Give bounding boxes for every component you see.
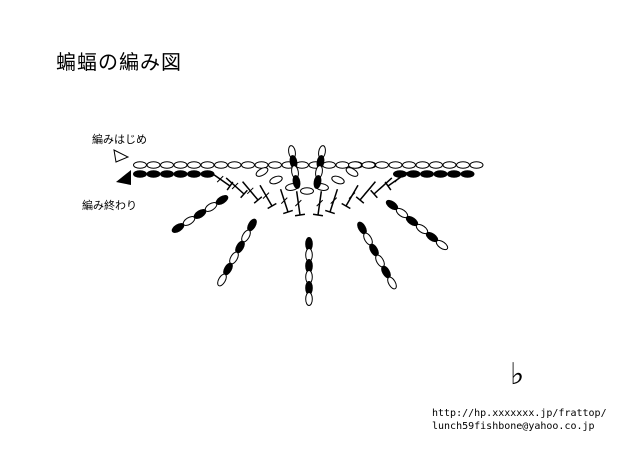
dc-slash: [280, 197, 288, 204]
chain-stitch: [447, 170, 461, 178]
chain-stitch: [331, 175, 345, 185]
chain-stitch: [375, 161, 389, 169]
chain-stitch: [361, 161, 376, 169]
chain-stitch: [305, 292, 313, 306]
chain-stitch: [420, 170, 434, 178]
chain-stitch: [300, 187, 314, 195]
footer: http://hp.xxxxxxx.jp/frattop/ lunch59fis…: [432, 407, 607, 433]
chain-stitch: [335, 161, 350, 169]
start-label: 編みはじめ: [92, 133, 147, 146]
chain-stitch: [415, 161, 430, 169]
dc-base: [370, 189, 378, 199]
dc-base: [355, 196, 365, 204]
dc-base: [283, 209, 293, 215]
dc-slash: [348, 192, 356, 199]
chain-stitch: [269, 175, 283, 185]
chain-stitch: [295, 161, 309, 169]
chain-stitch: [171, 223, 185, 233]
dc-base: [341, 202, 351, 210]
chain-stitch: [214, 161, 228, 169]
chain-stitch: [241, 161, 255, 169]
chain-stitch: [227, 161, 242, 169]
chain-stitch: [402, 161, 416, 169]
chain-stitch: [217, 273, 227, 287]
chain-stitch: [255, 167, 269, 177]
chain-stitch: [313, 175, 322, 189]
dc-slash: [231, 182, 239, 190]
chain-stitch: [187, 170, 201, 178]
flat-logo-icon: ♭: [510, 357, 525, 392]
dc-slash: [316, 199, 324, 207]
chain-stitch: [345, 167, 359, 177]
dc-slash: [294, 199, 302, 207]
chain-stitch: [146, 161, 161, 169]
dc-base: [240, 189, 248, 199]
end-label: 編み終わり: [82, 199, 137, 212]
dc-slash: [330, 197, 338, 204]
end-pointer-icon: [116, 170, 131, 185]
dc-slash: [364, 187, 372, 195]
page-title: 蝙蝠の編み図: [56, 50, 182, 74]
chain-stitch: [160, 161, 174, 169]
dc-slash: [394, 175, 402, 183]
chain-stitch: [348, 161, 362, 169]
dc-base: [384, 181, 392, 191]
chain-stitch: [387, 276, 397, 290]
chain-stitch: [433, 170, 448, 178]
chain-stitch: [160, 170, 174, 178]
chain-stitch: [435, 239, 449, 251]
dc-slash: [379, 182, 387, 190]
dc-slash: [216, 175, 224, 183]
footer-url: http://hp.xxxxxxx.jp/frattop/: [432, 408, 607, 419]
chain-stitch: [388, 161, 403, 169]
chain-stitch: [429, 161, 443, 169]
start-pointer-icon: [113, 149, 130, 163]
dc-slash: [246, 187, 254, 195]
dc-base: [267, 202, 277, 210]
chain-stitch: [469, 161, 484, 169]
dc-base: [294, 213, 306, 217]
chain-stitch: [200, 161, 215, 169]
chain-stitch: [133, 170, 147, 178]
dc-base: [325, 209, 335, 215]
chain-stitch: [322, 161, 336, 169]
footer-email: lunch59fishbone@yahoo.co.jp: [432, 421, 595, 432]
chain-stitch: [133, 161, 147, 169]
chain-stitch: [146, 170, 161, 178]
dc-base: [312, 213, 324, 217]
chain-stitch: [268, 161, 282, 169]
chain-stitch: [292, 175, 301, 189]
dc-slash: [262, 192, 270, 199]
stitch-group: [133, 145, 484, 306]
chain-stitch: [173, 170, 188, 178]
chain-stitch: [187, 161, 201, 169]
chain-stitch: [173, 161, 188, 169]
chain-stitch: [456, 161, 470, 169]
chain-stitch: [460, 170, 475, 178]
chain-stitch: [406, 170, 421, 178]
chain-stitch: [442, 161, 457, 169]
dc-base: [253, 196, 263, 204]
